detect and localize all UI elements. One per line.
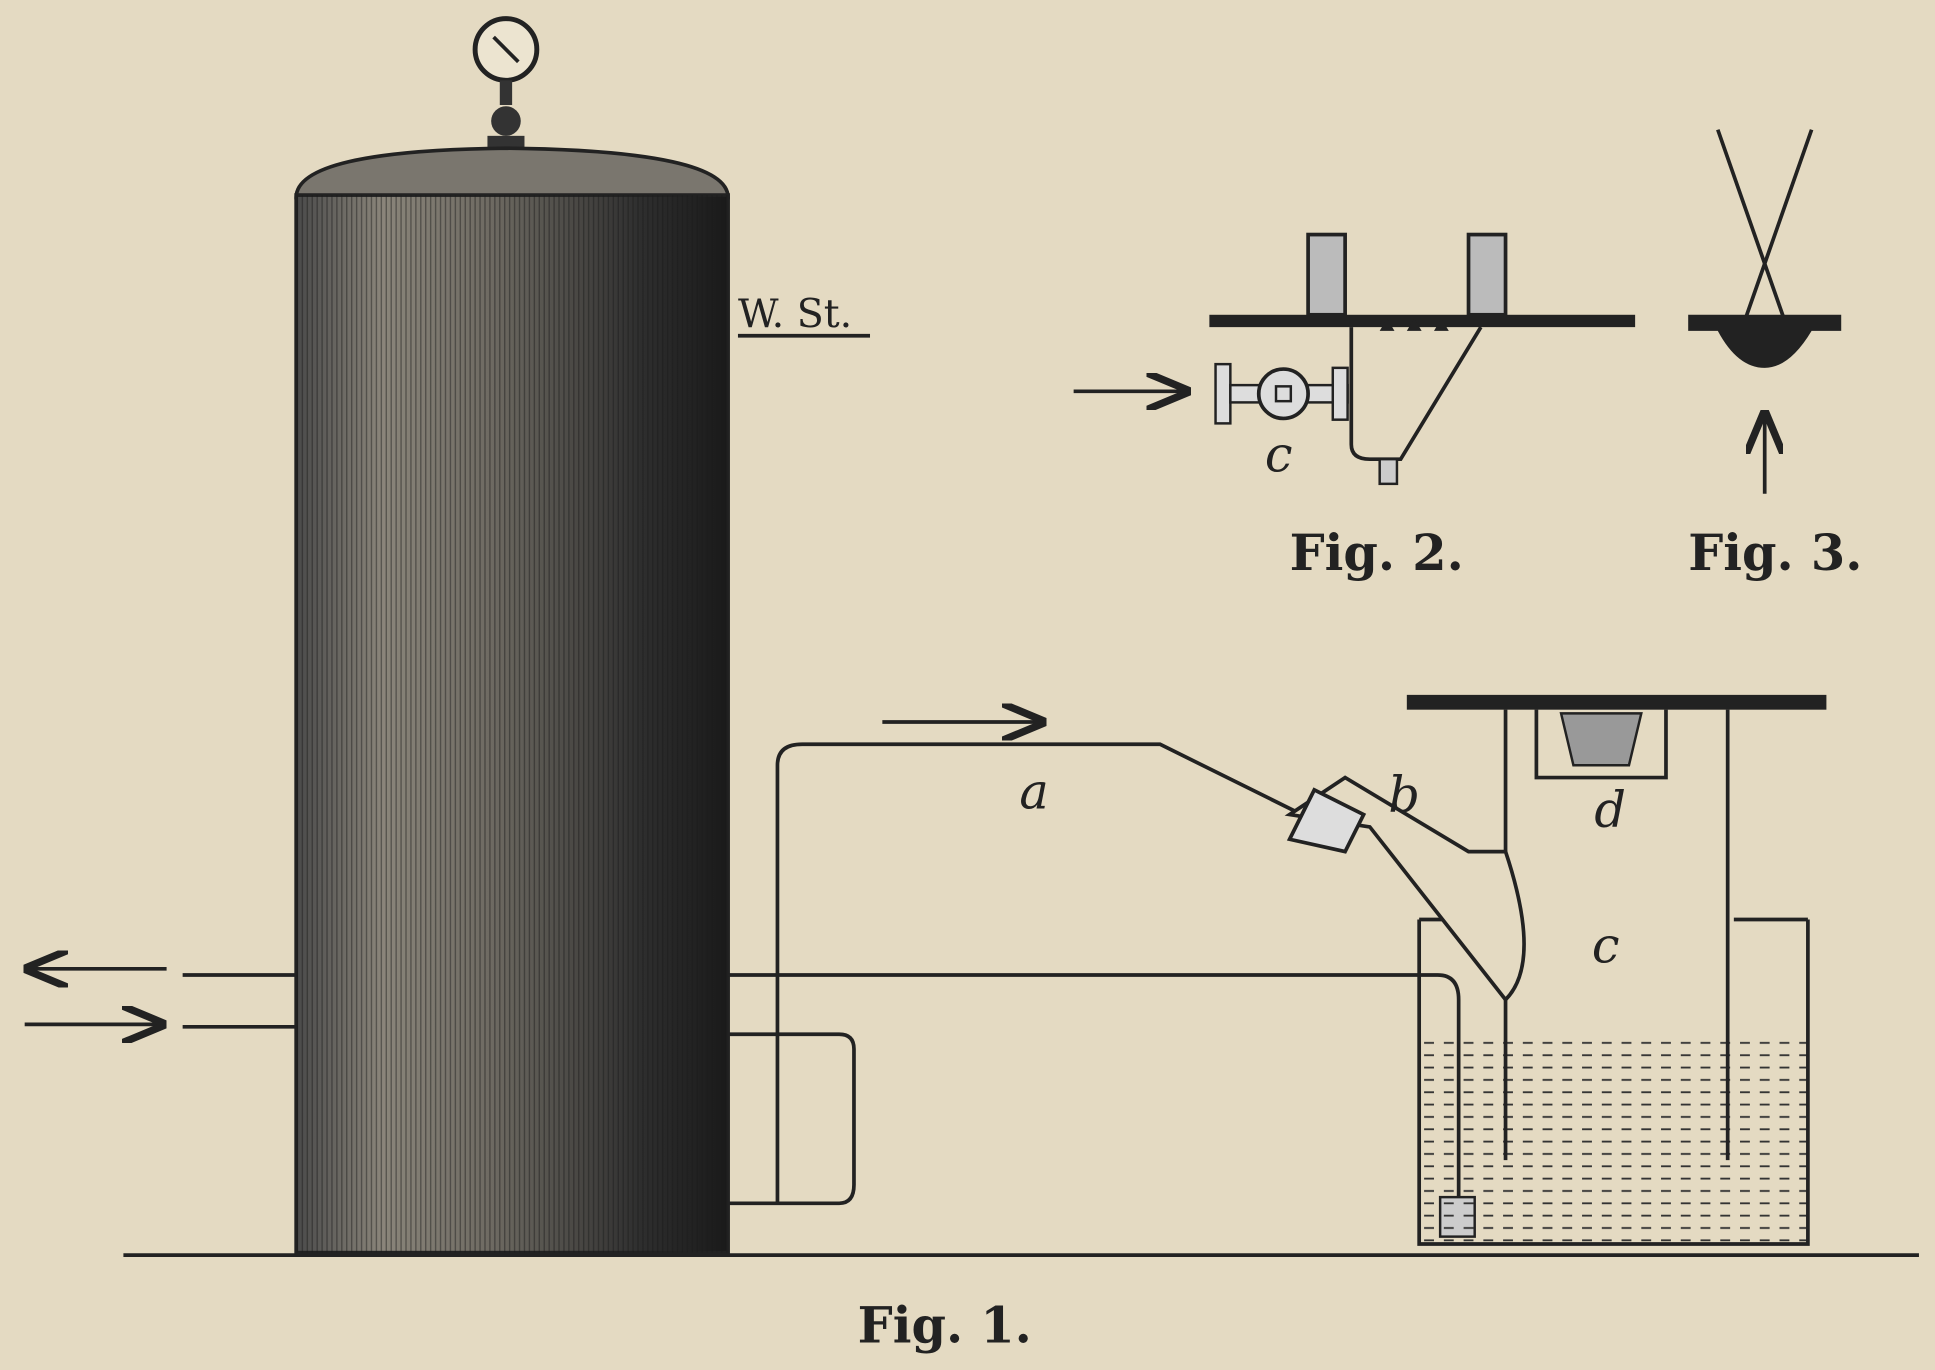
- label-b: b: [1388, 766, 1420, 824]
- storage-tank: [294, 146, 730, 1255]
- label-a: a: [1019, 762, 1048, 820]
- label-d: d: [1594, 781, 1626, 839]
- supply-pipe: [728, 973, 1461, 1235]
- pipes: [25, 722, 1476, 1238]
- burner-vessel: [1284, 694, 1827, 1246]
- label-c: c: [1592, 917, 1620, 975]
- label-water-level: W. St.: [738, 291, 852, 337]
- loop-pipe: [728, 1032, 856, 1206]
- pipe-a: [775, 742, 1303, 1204]
- fig3-drawing: Fig. 3.: [1688, 129, 1862, 582]
- fig1-caption: Fig. 1.: [858, 1297, 1032, 1355]
- pressure-gauge: [472, 16, 540, 151]
- fig1-drawing: W. St. a b d c Fig. 1.: [25, 16, 1919, 1355]
- fig3-caption: Fig. 3.: [1688, 524, 1862, 582]
- fig2-caption: Fig. 2.: [1290, 524, 1464, 582]
- fig2-drawing: c Fig. 2.: [1073, 232, 1636, 582]
- fig2-label-c: c: [1265, 426, 1293, 484]
- valve-icon: [1214, 362, 1349, 425]
